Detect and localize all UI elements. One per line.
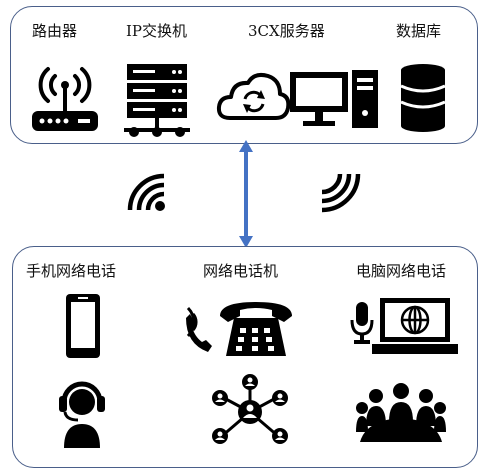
ip-phone-label: 网络电话机 — [203, 262, 279, 280]
server-rack-icon — [122, 62, 192, 140]
headset-agent-icon — [56, 372, 108, 452]
router-label: 路由器 — [32, 22, 78, 40]
network-people-icon — [206, 374, 296, 448]
pc-voip-label: 电脑网络电话 — [356, 262, 447, 280]
database-icon — [398, 62, 448, 132]
meeting-group-icon — [356, 382, 446, 442]
ip-switch-label: IP交换机 — [126, 22, 188, 40]
cloud-sync-desktop-icon — [216, 66, 384, 134]
router-icon — [28, 64, 102, 134]
desk-phone-icon — [180, 296, 296, 360]
mobile-phone-icon — [64, 292, 102, 360]
3cx-server-label: 3CX服务器 — [248, 22, 325, 40]
wifi-signal-right-icon — [318, 170, 362, 214]
bidirectional-link-arrow — [238, 140, 254, 248]
database-label: 数据库 — [396, 22, 442, 40]
wifi-signal-icon — [124, 170, 168, 214]
laptop-microphone-icon — [350, 296, 462, 358]
mobile-voip-label: 手机网络电话 — [26, 262, 117, 280]
